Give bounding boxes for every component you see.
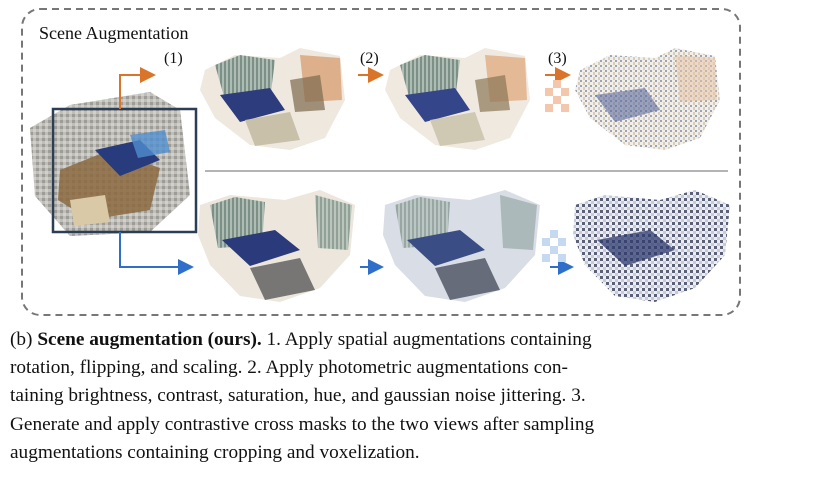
caption-bold-title: Scene augmentation (ours). [37, 329, 262, 350]
step-label-2: (2) [360, 50, 379, 67]
bottom-view-1-image [198, 190, 355, 302]
caption-line-3: taining brightness, contrast, saturation… [10, 385, 586, 407]
cross-mask-icon-orange [545, 80, 569, 112]
caption-line-1: (b) Scene augmentation (ours). 1. Apply … [10, 326, 745, 354]
caption-line-1-text: 1. Apply spatial augmentations containin… [261, 329, 592, 350]
dashed-frame [21, 8, 741, 316]
top-view-3-image [575, 48, 720, 150]
cross-mask-icon-blue [542, 230, 566, 262]
source-scene-image [30, 92, 190, 236]
top-view-1-image [200, 48, 345, 150]
bottom-view-2-image [383, 190, 540, 302]
selection-box [51, 107, 198, 234]
figure-caption: (b) Scene augmentation (ours). 1. Apply … [10, 326, 745, 467]
bottom-branch-arrow [119, 232, 194, 275]
caption-line-4: Generate and apply contrastive cross mas… [10, 413, 595, 435]
caption-line-5: augmentations containing cropping and vo… [10, 441, 420, 463]
step-label-1: (1) [164, 50, 183, 67]
top-branch-arrow [119, 67, 156, 109]
panel-title: Scene Augmentation [39, 23, 189, 43]
bottom-view-3-image [573, 190, 730, 302]
caption-label: (b) [10, 329, 33, 350]
caption-line-2: rotation, flipping, and scaling. 2. Appl… [10, 357, 568, 379]
top-view-2-image [385, 48, 530, 150]
figure-canvas [21, 8, 741, 316]
scene-augmentation-figure: Scene Augmentation (1) (2) (3) [21, 8, 741, 316]
step-label-3: (3) [548, 50, 567, 67]
